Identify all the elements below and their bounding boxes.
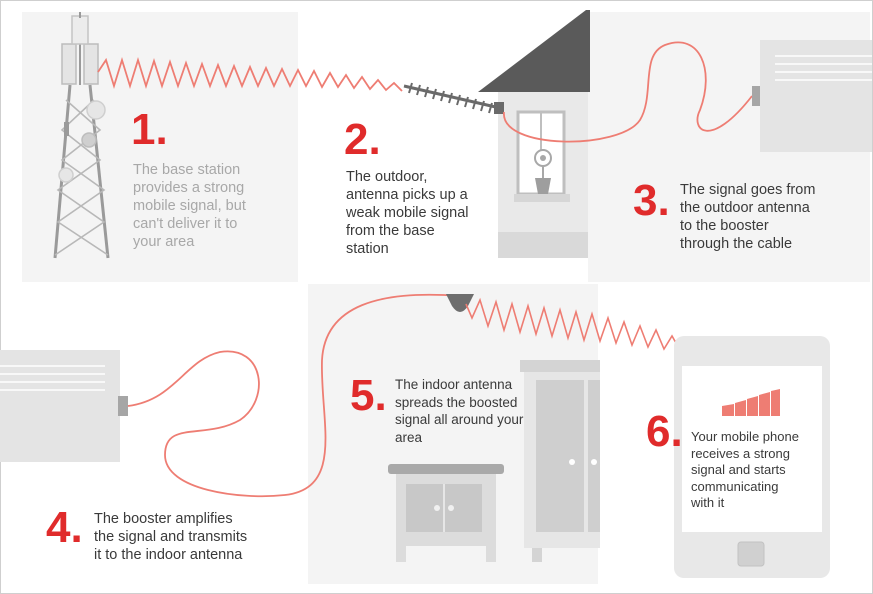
step-6-line: with it (691, 495, 725, 510)
step-1-line: your area (133, 234, 195, 250)
step-2-line: weak mobile signal (346, 205, 469, 221)
step-5-line: The indoor antenna (395, 377, 513, 392)
signal-booster-icon (0, 350, 128, 462)
step-4-line: it to the indoor antenna (94, 547, 243, 563)
step-6-line: receives a strong (691, 445, 790, 461)
signal-wave-icon (465, 297, 681, 351)
indoor-ceiling-antenna-icon (446, 294, 474, 312)
house-icon (478, 10, 590, 258)
step-1-description: The base station provides a strong mobil… (133, 161, 246, 251)
cell-tower-icon (53, 12, 110, 259)
step-1-line: mobile signal, but (133, 198, 246, 214)
signal-booster-icon (752, 40, 872, 152)
step-2-line: The outdoor, (346, 169, 428, 185)
step-1-line: can't deliver it to (133, 216, 238, 232)
signal-bars-icon (722, 389, 780, 416)
outdoor-yagi-antenna-icon (403, 82, 504, 114)
step-5-description: The indoor antenna spreads the boosted s… (395, 376, 523, 446)
step-5-line: area (395, 429, 423, 445)
signal-wave-icon (97, 56, 403, 92)
step-6-number: 6. (646, 407, 683, 456)
step-2-line: from the base (346, 223, 435, 239)
step-2-line: antenna picks up a (346, 187, 468, 203)
step-3-line: to the booster (680, 218, 769, 234)
step-4-line: the signal and transmits (94, 529, 248, 545)
nightstand-icon (388, 464, 504, 562)
step-1-line: provides a strong (133, 180, 245, 196)
step-6-description: Your mobile phone receives a strong sign… (691, 429, 799, 512)
step-2-line: station (346, 241, 389, 257)
step-4-number: 4. (46, 503, 83, 552)
step-6-line: communicating (691, 478, 779, 494)
step-5-line: signal all around your (395, 412, 524, 427)
step-1-line: The base station (133, 162, 241, 178)
step-6-line: Your mobile phone (691, 429, 799, 444)
cable-icon (127, 293, 461, 498)
step-2-description: The outdoor, antenna picks up a weak mob… (346, 168, 469, 258)
step-3-number: 3. (633, 176, 670, 225)
step-3-line: through the cable (680, 236, 793, 252)
mobile-phone-icon (674, 336, 830, 578)
step-5-number: 5. (350, 371, 387, 420)
step-4-line: The booster amplifies (94, 511, 233, 527)
step-5-line: spreads the boosted (395, 394, 518, 410)
cable-icon (503, 41, 753, 143)
step-4-description: The booster amplifies the signal and tra… (94, 510, 247, 564)
step-3-line: The signal goes from (680, 182, 816, 198)
step-6-line: signal and starts (691, 462, 786, 477)
step-3-description: The signal goes from the outdoor antenna… (680, 181, 815, 253)
step-1-number: 1. (131, 105, 168, 154)
step-3-line: the outdoor antenna (680, 200, 810, 216)
step-2-number: 2. (344, 115, 381, 164)
wardrobe-icon (520, 360, 600, 562)
